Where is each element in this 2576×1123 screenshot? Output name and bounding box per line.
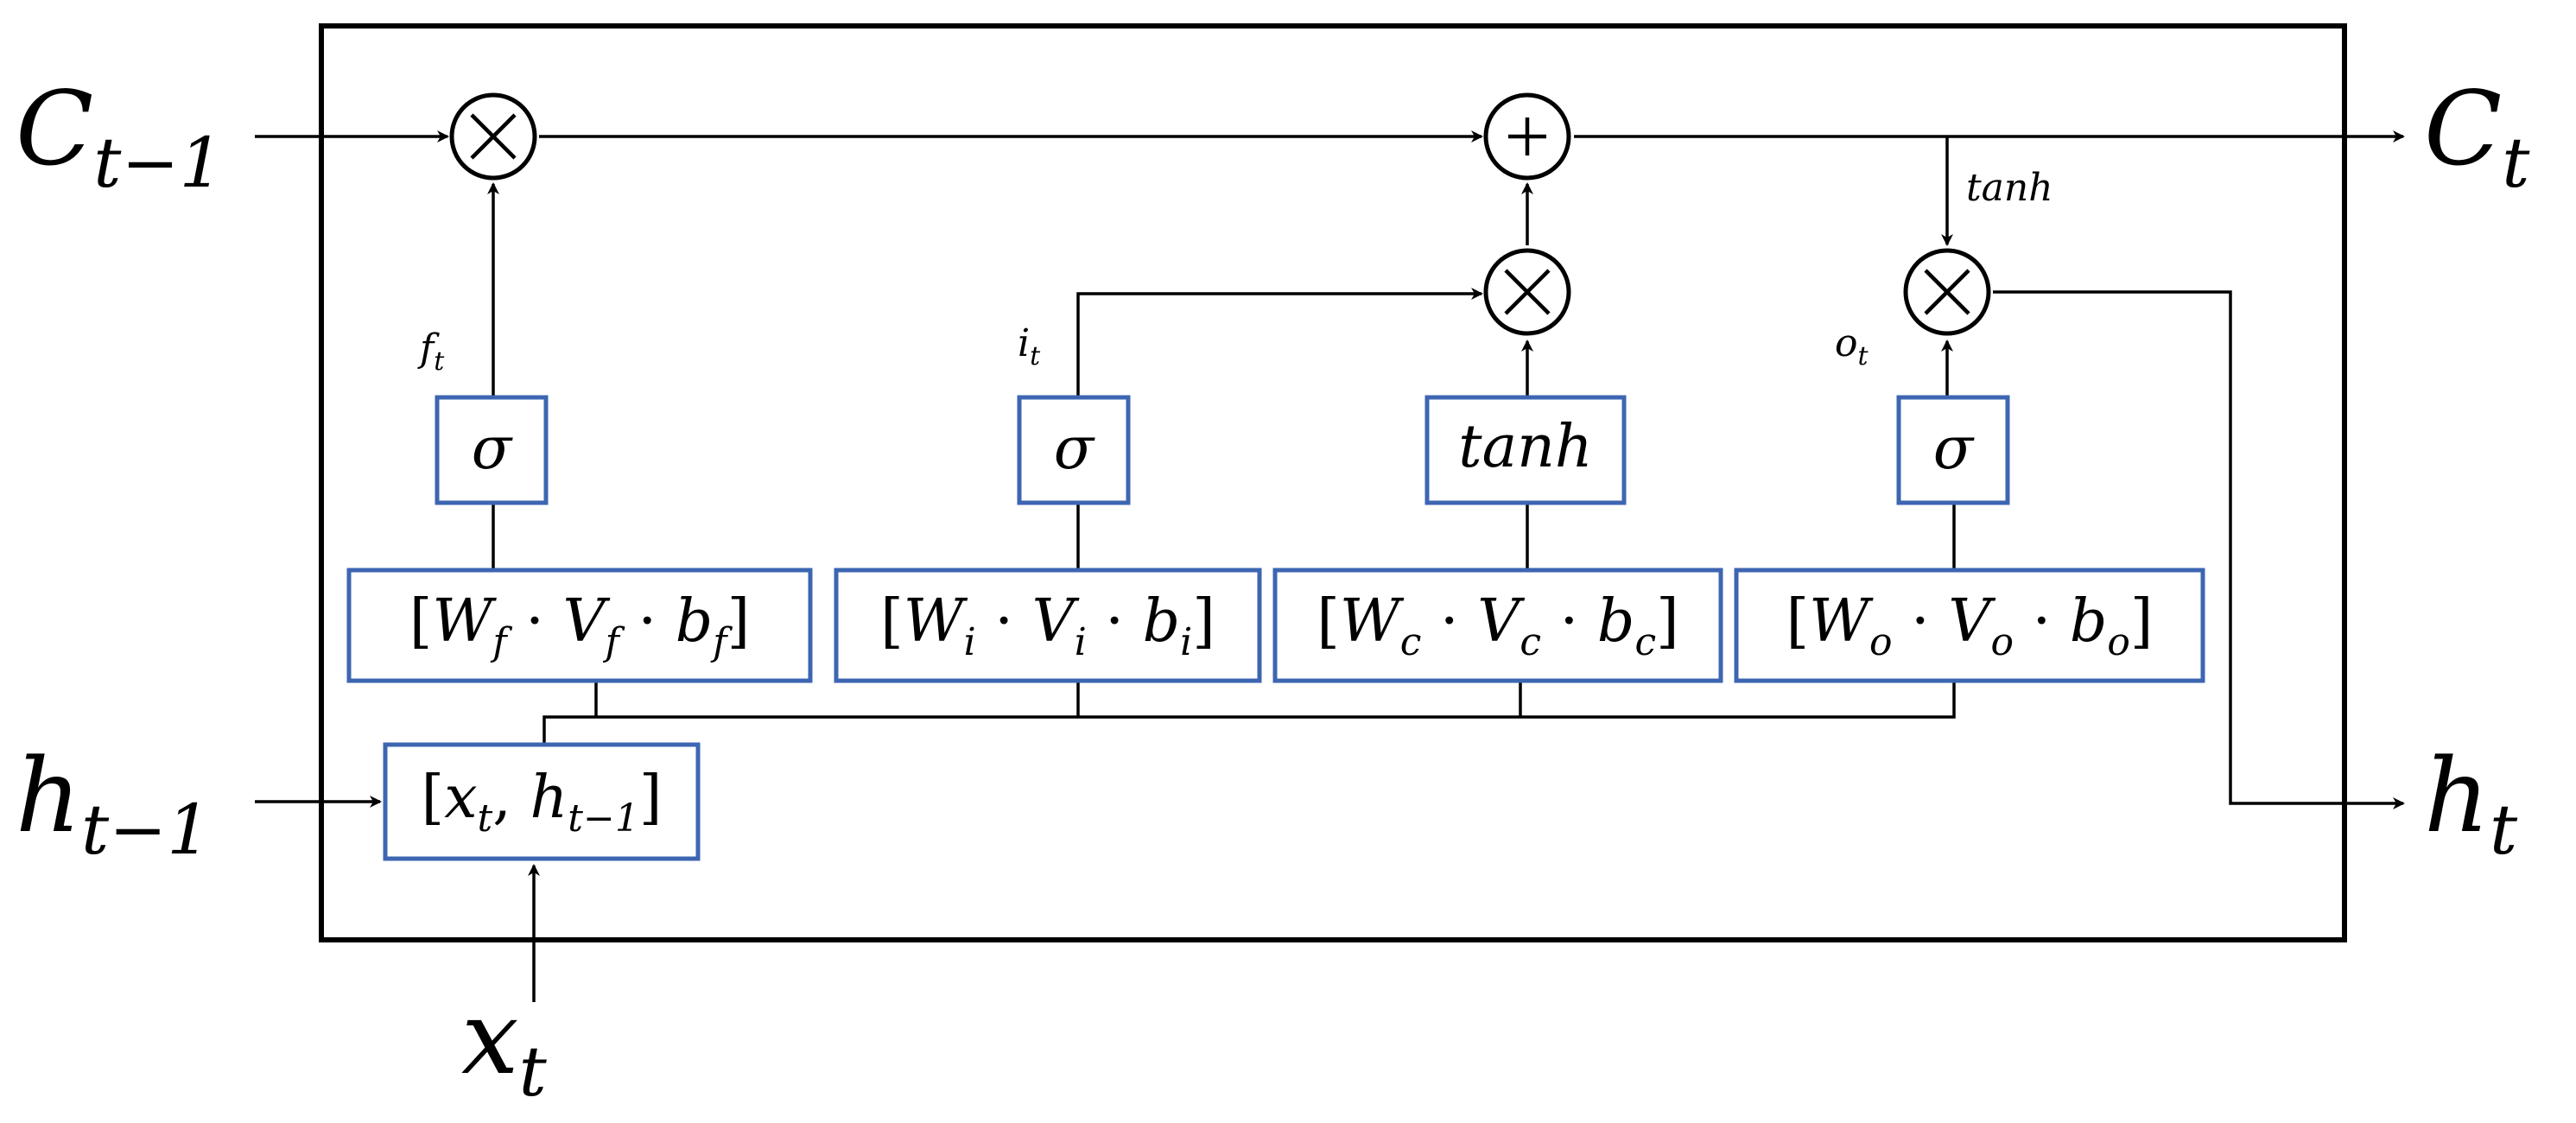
- sigma-label: σ: [1054, 415, 1095, 483]
- tanh-label: tanh: [1458, 413, 1592, 481]
- h-t-label: ht: [2424, 736, 2518, 870]
- input-weight-formula: [Wi · Vi · bi]: [880, 587, 1215, 664]
- candidate-weight-formula: [Wc · Vc · bc]: [1317, 587, 1678, 664]
- wire-input-gate: [1076, 288, 1483, 396]
- cell-frame: [319, 23, 2347, 942]
- output-sigma-box: σ: [1896, 395, 2010, 505]
- output-weight-box: [Wo · Vo · bo]: [1734, 568, 2205, 683]
- c-t-label: Ct: [2424, 69, 2530, 203]
- concat-box: [xt, ht−1]: [383, 742, 701, 861]
- concat-formula: [xt, ht−1]: [422, 764, 663, 841]
- forget-gate-label: ft: [417, 327, 445, 377]
- sigma-label: σ: [1933, 415, 1975, 483]
- input-gate-label: it: [1018, 321, 1041, 371]
- candidate-weight-box: [Wc · Vc · bc]: [1272, 568, 1723, 683]
- wires: [255, 130, 2405, 1002]
- x-t-label: xt: [461, 978, 548, 1112]
- input-multiply-operator: [1483, 248, 1571, 336]
- sigma-label: σ: [472, 415, 513, 483]
- output-multiply-operator: [1903, 248, 1991, 336]
- cell-tanh-label: tanh: [1966, 166, 2053, 210]
- forget-sigma-box: σ: [435, 395, 549, 505]
- input-weight-box: [Wi · Vi · bi]: [834, 568, 1262, 683]
- forget-weight-box: [Wf · Vf · bf]: [346, 568, 813, 683]
- forget-multiply-operator: [449, 92, 537, 181]
- output-gate-label: ot: [1835, 321, 1869, 371]
- c-prev-label: Ct−1: [16, 69, 223, 203]
- wire-bus: [542, 682, 1956, 745]
- input-sigma-box: σ: [1017, 395, 1131, 505]
- output-weight-formula: [Wo · Vo · bo]: [1786, 587, 2154, 664]
- h-prev-label: ht−1: [16, 736, 211, 870]
- cell-add-operator: [1483, 92, 1571, 181]
- forget-weight-formula: [Wf · Vf · bf]: [409, 587, 750, 664]
- candidate-tanh-box: tanh: [1424, 395, 1627, 505]
- wire-h-out: [1993, 290, 2405, 809]
